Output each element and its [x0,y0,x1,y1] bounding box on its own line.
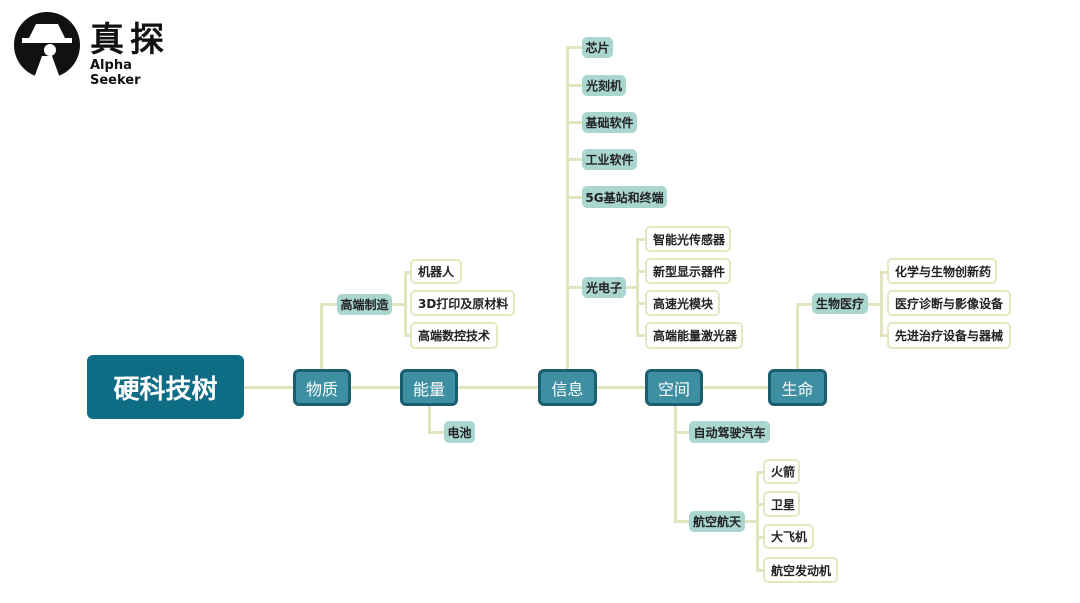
leaf-node: 火箭 [763,459,800,484]
connector [636,238,646,241]
sub-node: 光电子 [582,277,626,298]
node-energy: 能量 [400,369,458,406]
connector [636,334,646,337]
connector [392,303,406,306]
logo-subtitle: Alpha Seeker [90,58,141,88]
connector [756,536,764,539]
sub-node: 5G基站和终端 [582,186,667,208]
node-life: 生命 [768,369,827,406]
leaf-node: 新型显示器件 [645,258,731,284]
connector [566,158,584,161]
sub-node: 高端制造 [337,294,392,315]
connector [404,271,407,336]
leaf-node: 大飞机 [763,524,814,549]
connector [880,271,883,336]
connector [566,46,584,49]
leaf-node: 卫星 [763,491,800,517]
connector [636,302,646,305]
connector [756,471,764,474]
connector [404,271,412,274]
connector [566,84,584,87]
connector [880,334,888,337]
connector [674,520,690,523]
connector [756,471,759,571]
connector [674,431,690,434]
sub-node: 基础软件 [582,112,637,133]
logo-title: 真探 [90,20,170,60]
leaf-node: 化学与生物创新药 [887,258,997,284]
connector [745,520,757,523]
connector [428,431,446,434]
sub-node: 生物医疗 [812,293,868,314]
connector [756,569,764,572]
sub-node: 自动驾驶汽车 [689,421,770,443]
connector [404,334,412,337]
logo: 真探 Alpha Seeker [14,10,184,88]
connector [428,404,431,433]
connector [756,503,764,506]
connector [320,303,323,373]
leaf-node: 机器人 [410,259,462,284]
connector [796,303,814,306]
leaf-node: 3D打印及原材料 [410,290,515,316]
connector [566,286,584,289]
connector [636,238,639,336]
sub-node: 芯片 [582,37,613,58]
connector [566,196,584,199]
leaf-node: 高端数控技术 [410,322,498,349]
leaf-node: 高端能量激光器 [645,322,743,349]
sub-node: 工业软件 [582,149,637,170]
sub-node: 航空航天 [689,511,745,532]
node-information: 信息 [538,369,597,406]
leaf-node: 高速光模块 [645,290,720,316]
node-matter: 物质 [293,369,351,406]
leaf-node: 先进治疗设备与器械 [887,322,1011,349]
connector [566,46,569,372]
sub-node: 电池 [444,421,475,443]
connector [674,404,677,523]
connector [626,286,638,289]
leaf-node: 智能光传感器 [645,226,731,252]
connector [880,271,888,274]
leaf-node: 航空发动机 [763,557,838,583]
connector [636,270,646,273]
connector [868,303,882,306]
node-space: 空间 [645,369,703,406]
sub-node: 光刻机 [582,75,626,96]
connector [566,121,584,124]
root-node: 硬科技树 [87,355,244,419]
leaf-node: 医疗诊断与影像设备 [887,290,1011,316]
connector [796,303,799,373]
connector [320,303,340,306]
detective-logo-icon [14,12,80,78]
trunk-line [244,386,768,389]
